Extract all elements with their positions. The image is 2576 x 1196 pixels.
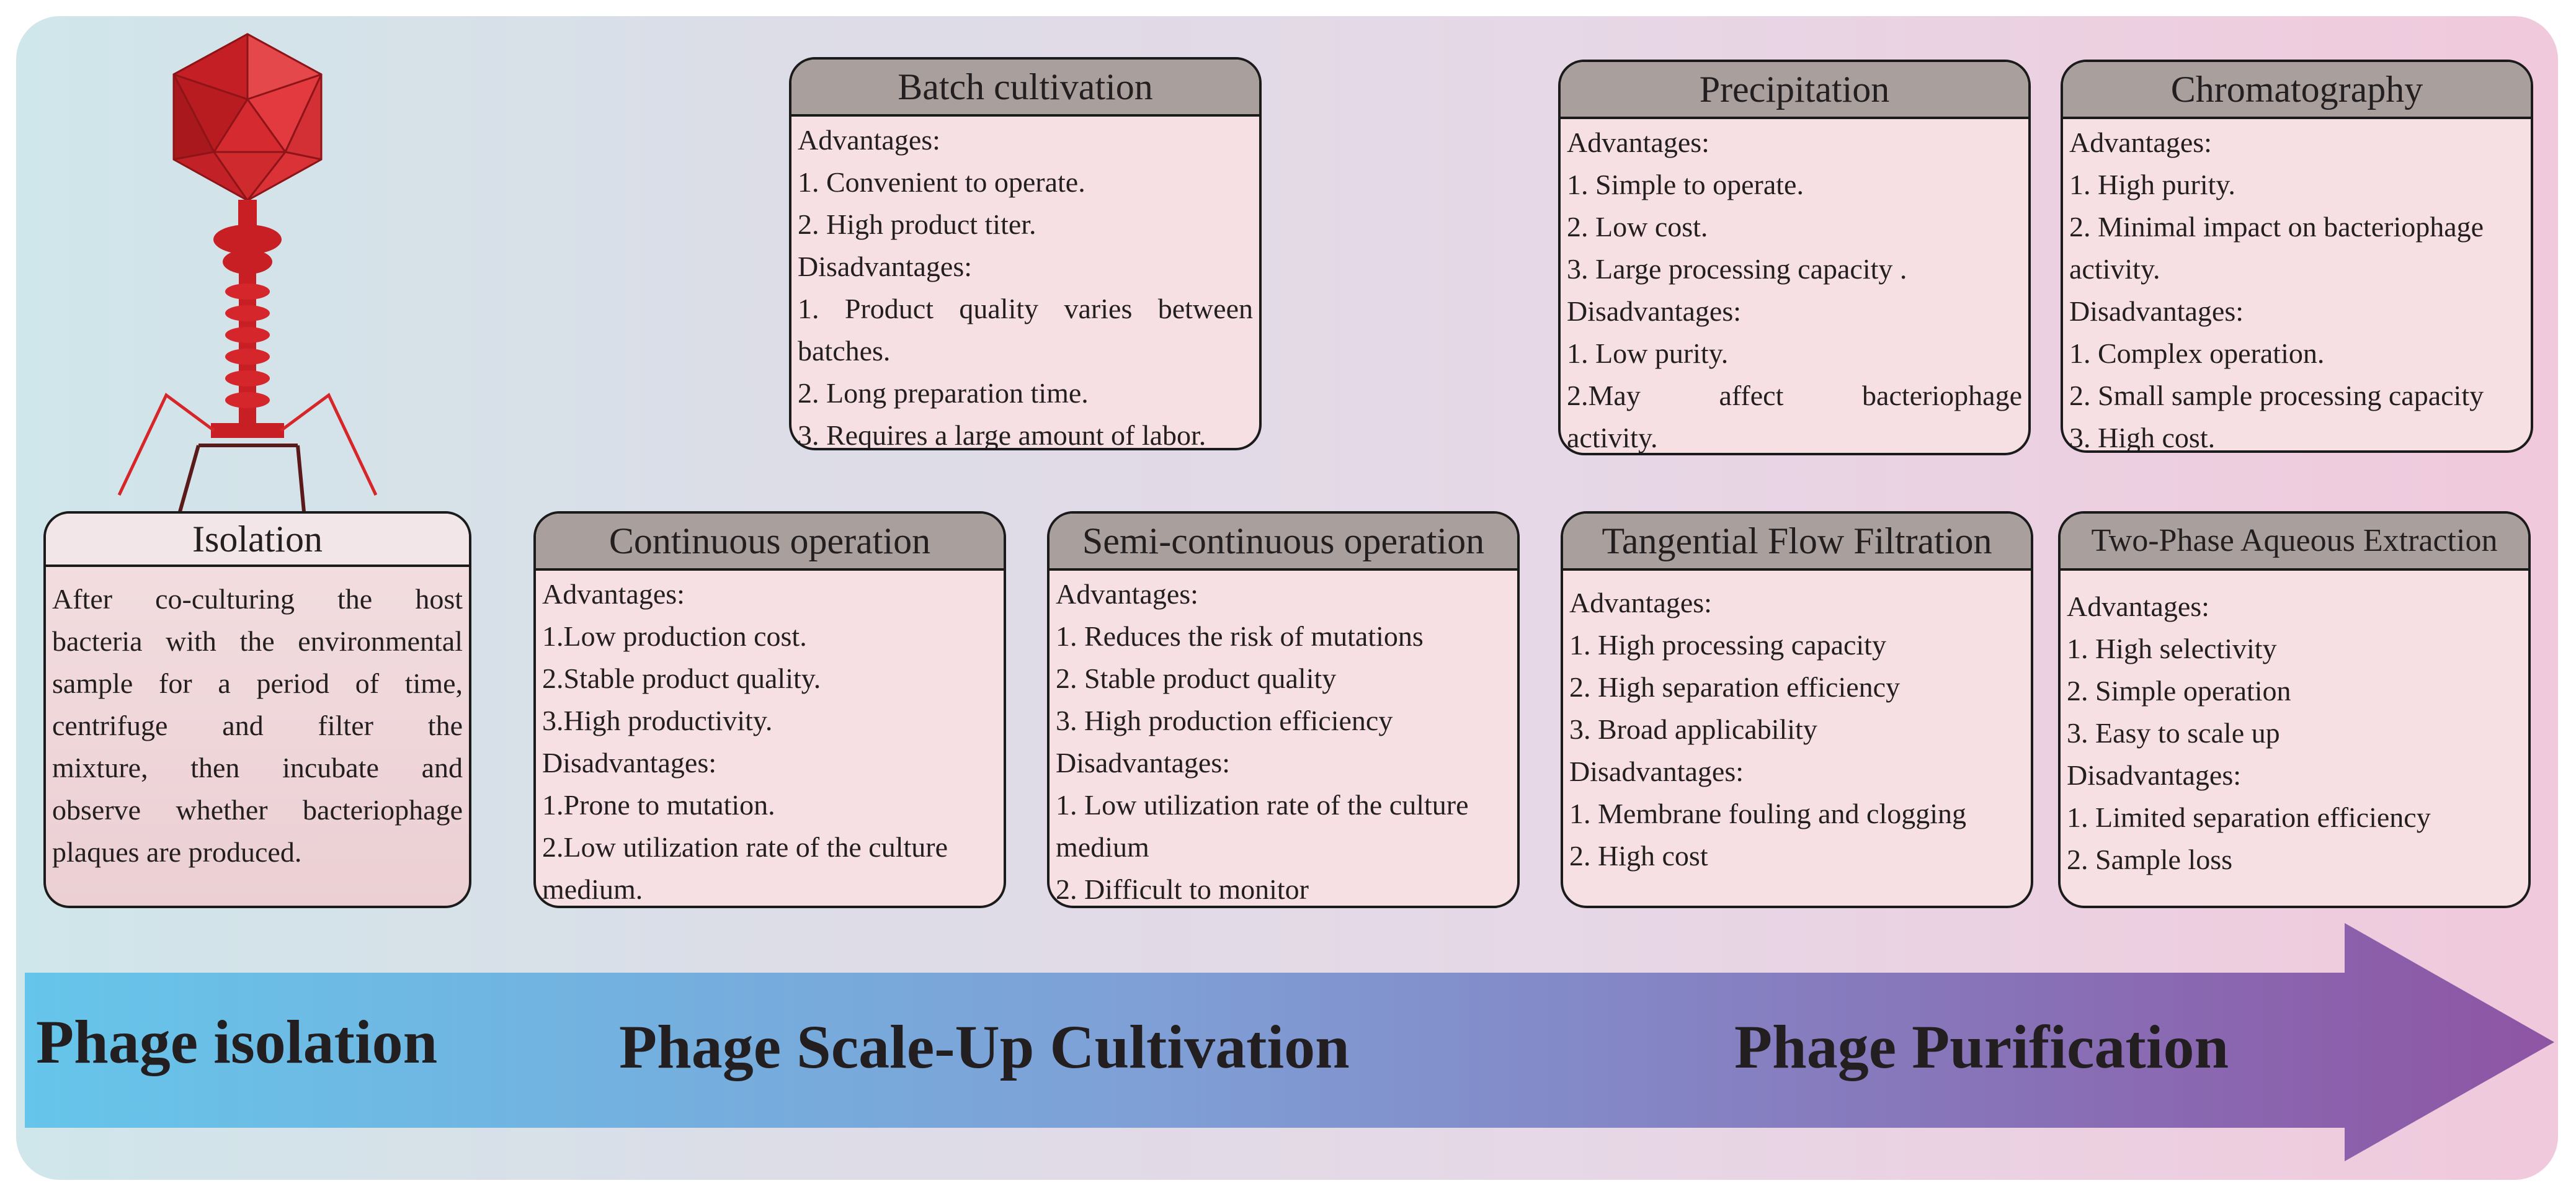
- stage-label-isolation: Phage isolation: [36, 1007, 438, 1076]
- card-line: activity.: [1567, 422, 1658, 453]
- card-line: batches.: [798, 335, 891, 367]
- card-line: 1. Simple to operate.: [1567, 169, 1804, 200]
- card-line: 3. High production efficiency: [1056, 705, 1393, 736]
- batch-cultivation-body: Advantages: 1. Convenient to operate. 2.…: [791, 117, 1259, 450]
- card-line: 3.High productivity.: [542, 705, 773, 736]
- card-line: 2. Long preparation time.: [798, 377, 1089, 409]
- isolation-line: centrifuge and filter the: [52, 710, 463, 741]
- card-line: Disadvantages:: [1569, 756, 1744, 787]
- card-line: 3. Requires a large amount of labor.: [798, 419, 1206, 450]
- semi-continuous-operation-title: Semi-continuous operation: [1050, 514, 1517, 571]
- card-line: 1. Complex operation.: [2069, 337, 2325, 369]
- card-line: 2. Low cost.: [1567, 211, 1708, 243]
- card-line: Advantages:: [1567, 127, 1709, 158]
- card-line: 2. Simple operation: [2067, 675, 2291, 707]
- isolation-card-title: Isolation: [46, 514, 469, 567]
- card-line: 1.Prone to mutation.: [542, 789, 775, 821]
- card-line: medium.: [542, 873, 643, 905]
- isolation-line: bacteria with the environmental: [52, 625, 463, 657]
- semi-continuous-operation-card: Semi-continuous operation Advantages: 1.…: [1047, 511, 1520, 908]
- card-line: Disadvantages:: [2067, 759, 2242, 791]
- continuous-operation-body: Advantages: 1.Low production cost. 2.Sta…: [536, 571, 1004, 906]
- card-line: Disadvantages:: [798, 251, 973, 282]
- card-line: 3. Broad applicability: [1569, 713, 1817, 745]
- chromatography-body: Advantages: 1. High purity. 2. Minimal i…: [2063, 119, 2531, 453]
- stage-label-purification: Phage Purification: [1734, 1012, 2229, 1081]
- card-line: 3. Easy to scale up: [2067, 717, 2280, 749]
- card-line: 2. Difficult to monitor: [1056, 873, 1309, 905]
- card-line: Advantages:: [1569, 587, 1712, 618]
- card-line: 1. Membrane fouling and clogging: [1569, 798, 1967, 829]
- precipitation-title: Precipitation: [1561, 62, 2028, 119]
- card-line: Disadvantages:: [542, 747, 717, 779]
- card-line: 1. Low utilization rate of the culture: [1056, 789, 1469, 821]
- card-line: activity.: [2069, 253, 2160, 285]
- card-line: Advantages:: [2069, 127, 2212, 158]
- continuous-operation-title: Continuous operation: [536, 514, 1004, 571]
- card-line: Advantages:: [542, 578, 685, 610]
- card-line: Disadvantages:: [1567, 295, 1742, 327]
- card-line: Advantages:: [798, 124, 940, 156]
- tangential-flow-filtration-body: Advantages: 1. High processing capacity …: [1563, 571, 2031, 877]
- card-line: medium: [1056, 831, 1149, 863]
- batch-cultivation-card: Batch cultivation Advantages: 1. Conveni…: [789, 57, 1262, 450]
- card-line: 1. Product quality varies between: [798, 293, 1253, 324]
- card-line: 1. High processing capacity: [1569, 629, 1886, 661]
- card-line: 1. High purity.: [2069, 169, 2235, 200]
- isolation-line: sample for a period of time,: [52, 667, 463, 699]
- card-line: 2. Sample loss: [2067, 844, 2233, 875]
- card-line: 2. Small sample processing capacity: [2069, 380, 2484, 411]
- isolation-line: mixture, then incubate and: [52, 752, 463, 783]
- card-line: 2.May affect bacteriophage: [1567, 380, 2022, 411]
- two-phase-aqueous-extraction-body: Advantages: 1. High selectivity 2. Simpl…: [2061, 571, 2528, 881]
- isolation-line: After co-culturing the host: [52, 583, 463, 615]
- card-line: 3. High cost.: [2069, 422, 2216, 453]
- card-line: 2.Stable product quality.: [542, 663, 821, 694]
- two-phase-aqueous-extraction-card: Two-Phase Aqueous Extraction Advantages:…: [2058, 511, 2531, 908]
- card-line: 2. High product titer.: [798, 208, 1036, 240]
- chromatography-title: Chromatography: [2063, 62, 2531, 119]
- card-line: 2. Stable product quality: [1056, 663, 1337, 694]
- card-line: Advantages:: [1056, 578, 1198, 610]
- precipitation-body: Advantages: 1. Simple to operate. 2. Low…: [1561, 119, 2028, 453]
- card-line: 1. High selectivity: [2067, 633, 2277, 664]
- batch-cultivation-title: Batch cultivation: [791, 60, 1259, 117]
- card-line: 1. Reduces the risk of mutations: [1056, 620, 1424, 652]
- card-line: 1. Limited separation efficiency: [2067, 801, 2431, 833]
- isolation-card: Isolation After co-culturing the host ba…: [43, 511, 471, 908]
- tangential-flow-filtration-title: Tangential Flow Filtration: [1563, 514, 2031, 571]
- continuous-operation-card: Continuous operation Advantages: 1.Low p…: [533, 511, 1006, 908]
- isolation-card-body: After co-culturing the host bacteria wit…: [46, 567, 469, 873]
- tangential-flow-filtration-card: Tangential Flow Filtration Advantages: 1…: [1561, 511, 2033, 908]
- card-line: 2. High separation efficiency: [1569, 671, 1901, 703]
- isolation-line: observe whether bacteriophage: [52, 794, 463, 826]
- card-line: 3. Large processing capacity .: [1567, 253, 1907, 285]
- chromatography-card: Chromatography Advantages: 1. High purit…: [2061, 60, 2533, 453]
- precipitation-card: Precipitation Advantages: 1. Simple to o…: [1558, 60, 2031, 455]
- card-line: 2. Minimal impact on bacteriophage: [2069, 211, 2484, 243]
- bacteriophage-icon: [117, 33, 378, 512]
- card-line: Disadvantages:: [1056, 747, 1231, 779]
- semi-continuous-operation-body: Advantages: 1. Reduces the risk of mutat…: [1050, 571, 1517, 906]
- isolation-line: plaques are produced.: [52, 836, 302, 868]
- card-line: 1. Low purity.: [1567, 337, 1729, 369]
- card-line: 2.Low utilization rate of the culture: [542, 831, 948, 863]
- card-line: Advantages:: [2067, 591, 2209, 622]
- two-phase-aqueous-extraction-title: Two-Phase Aqueous Extraction: [2061, 514, 2528, 571]
- stage-label-cultivation: Phage Scale-Up Cultivation: [619, 1012, 1350, 1081]
- process-arrow-shape: [25, 923, 2554, 1161]
- card-line: 1. Convenient to operate.: [798, 166, 1085, 198]
- card-line: 2. High cost: [1569, 840, 1708, 872]
- card-line: Disadvantages:: [2069, 295, 2244, 327]
- card-line: 1.Low production cost.: [542, 620, 807, 652]
